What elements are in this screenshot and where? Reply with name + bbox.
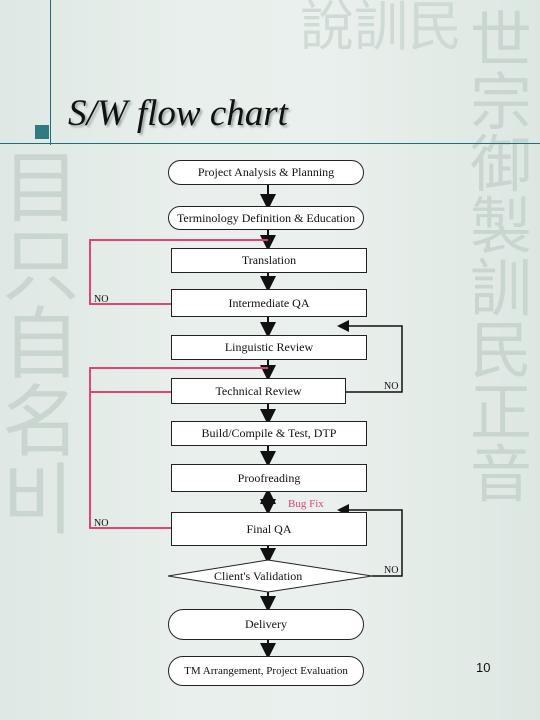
loop-final-qa (89, 368, 172, 529)
header-vertical-line (50, 0, 51, 145)
node-clients-validation: Client's Validation (214, 569, 303, 583)
clients-validation-diamond (167, 559, 373, 593)
page-number: 10 (476, 660, 491, 675)
node-linguistic-review: Linguistic Review (171, 335, 367, 360)
node-intermediate-qa: Intermediate QA (171, 289, 367, 317)
no-label-validation: NO (384, 565, 399, 576)
bg-calligraphy-top: 說訓民 (300, 0, 462, 58)
no-label-translation: NO (94, 294, 109, 305)
node-technical-review: Technical Review (171, 378, 346, 404)
bug-fix-label: Bug Fix (288, 498, 324, 510)
bg-calligraphy-right: 世宗御製訓民正音 (470, 4, 533, 511)
header-horizontal-line (0, 143, 540, 144)
node-translation: Translation (171, 248, 367, 273)
node-final-qa: Final QA (171, 512, 367, 546)
title-bullet-square (35, 125, 49, 139)
node-project-analysis: Project Analysis & Planning (168, 160, 364, 185)
no-label-final-qa: NO (94, 518, 109, 529)
page-title: S/W flow chart (68, 93, 288, 134)
loop-translation (89, 239, 268, 305)
node-proofreading: Proofreading (171, 464, 367, 492)
node-build-compile: Build/Compile & Test, DTP (171, 421, 367, 446)
node-tm-arrangement: TM Arrangement, Project Evaluation (168, 656, 364, 686)
node-terminology: Terminology Definition & Education (168, 206, 364, 230)
no-label-technical: NO (384, 381, 399, 392)
loop-right-technical (337, 320, 403, 393)
loop-right-validation (337, 504, 403, 577)
node-delivery: Delivery (168, 609, 364, 640)
